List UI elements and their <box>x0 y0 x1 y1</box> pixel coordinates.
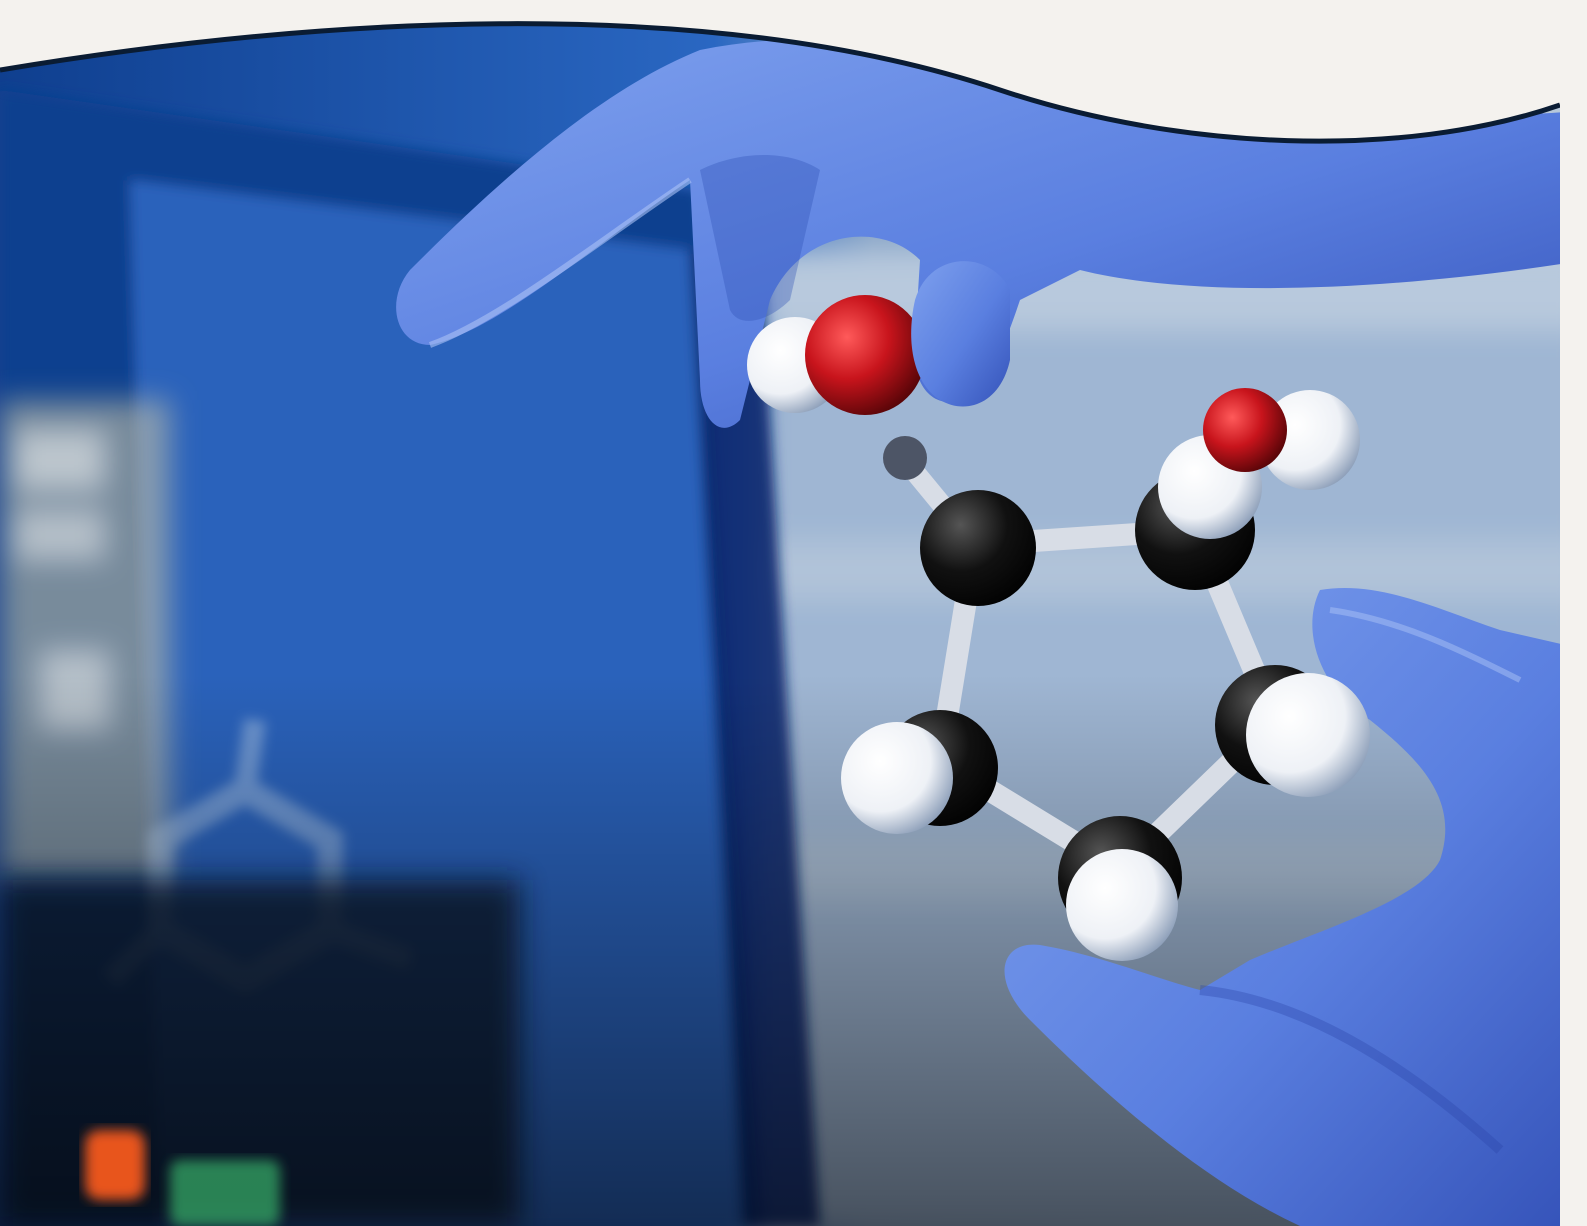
carbon-atom <box>920 490 1036 606</box>
hydrogen-atom <box>1066 849 1178 961</box>
wave-edge <box>0 21 1561 144</box>
oxygen-atom-held <box>805 295 925 415</box>
oxygen-atom <box>1203 388 1287 472</box>
hydrogen-atom <box>1260 390 1360 490</box>
green-indicator-light <box>170 1160 280 1226</box>
right-paper-margin <box>1560 0 1587 1226</box>
molecule-model <box>747 295 1370 961</box>
upper-thumb <box>911 261 1010 407</box>
stub-atom <box>883 436 927 480</box>
hydrogen-atom <box>1246 673 1370 797</box>
hydrogen-atom <box>841 722 953 834</box>
lower-gloved-hand <box>1004 588 1560 1226</box>
orange-indicator-light <box>85 1130 145 1200</box>
